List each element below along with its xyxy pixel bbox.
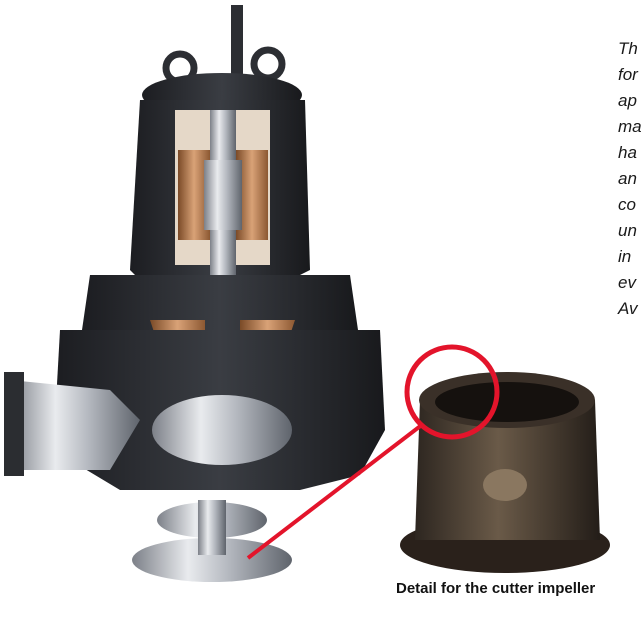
rotor — [204, 160, 242, 230]
side-text-line: ma — [618, 117, 641, 136]
impeller-hub-eye — [483, 469, 527, 501]
callout-line — [246, 422, 425, 560]
side-text-line: ap — [618, 91, 637, 110]
cutter-impeller-base — [132, 538, 292, 582]
side-text-line: for — [618, 65, 638, 84]
cutter-impeller-hub — [198, 500, 226, 555]
side-text-column: Th for ap ma ha an co un in ev Av — [618, 36, 641, 322]
side-text-line: un — [618, 221, 637, 240]
side-text-line: Av — [618, 299, 638, 318]
side-text-line: ha — [618, 143, 637, 162]
outlet-flange — [4, 372, 24, 476]
side-text-line: an — [618, 169, 637, 188]
callout-circle — [404, 344, 500, 440]
discharge-outlet — [10, 380, 140, 470]
side-text-line: ev — [618, 273, 636, 292]
pump-cutaway-illustration — [4, 5, 385, 582]
detail-caption: Detail for the cutter impeller — [396, 580, 596, 597]
impeller-opening — [435, 382, 579, 422]
side-text-line: co — [618, 195, 636, 214]
side-text-line: Th — [618, 39, 638, 58]
power-cable — [231, 5, 243, 75]
side-text-line: in — [618, 247, 632, 266]
impeller-chamber — [152, 395, 292, 465]
